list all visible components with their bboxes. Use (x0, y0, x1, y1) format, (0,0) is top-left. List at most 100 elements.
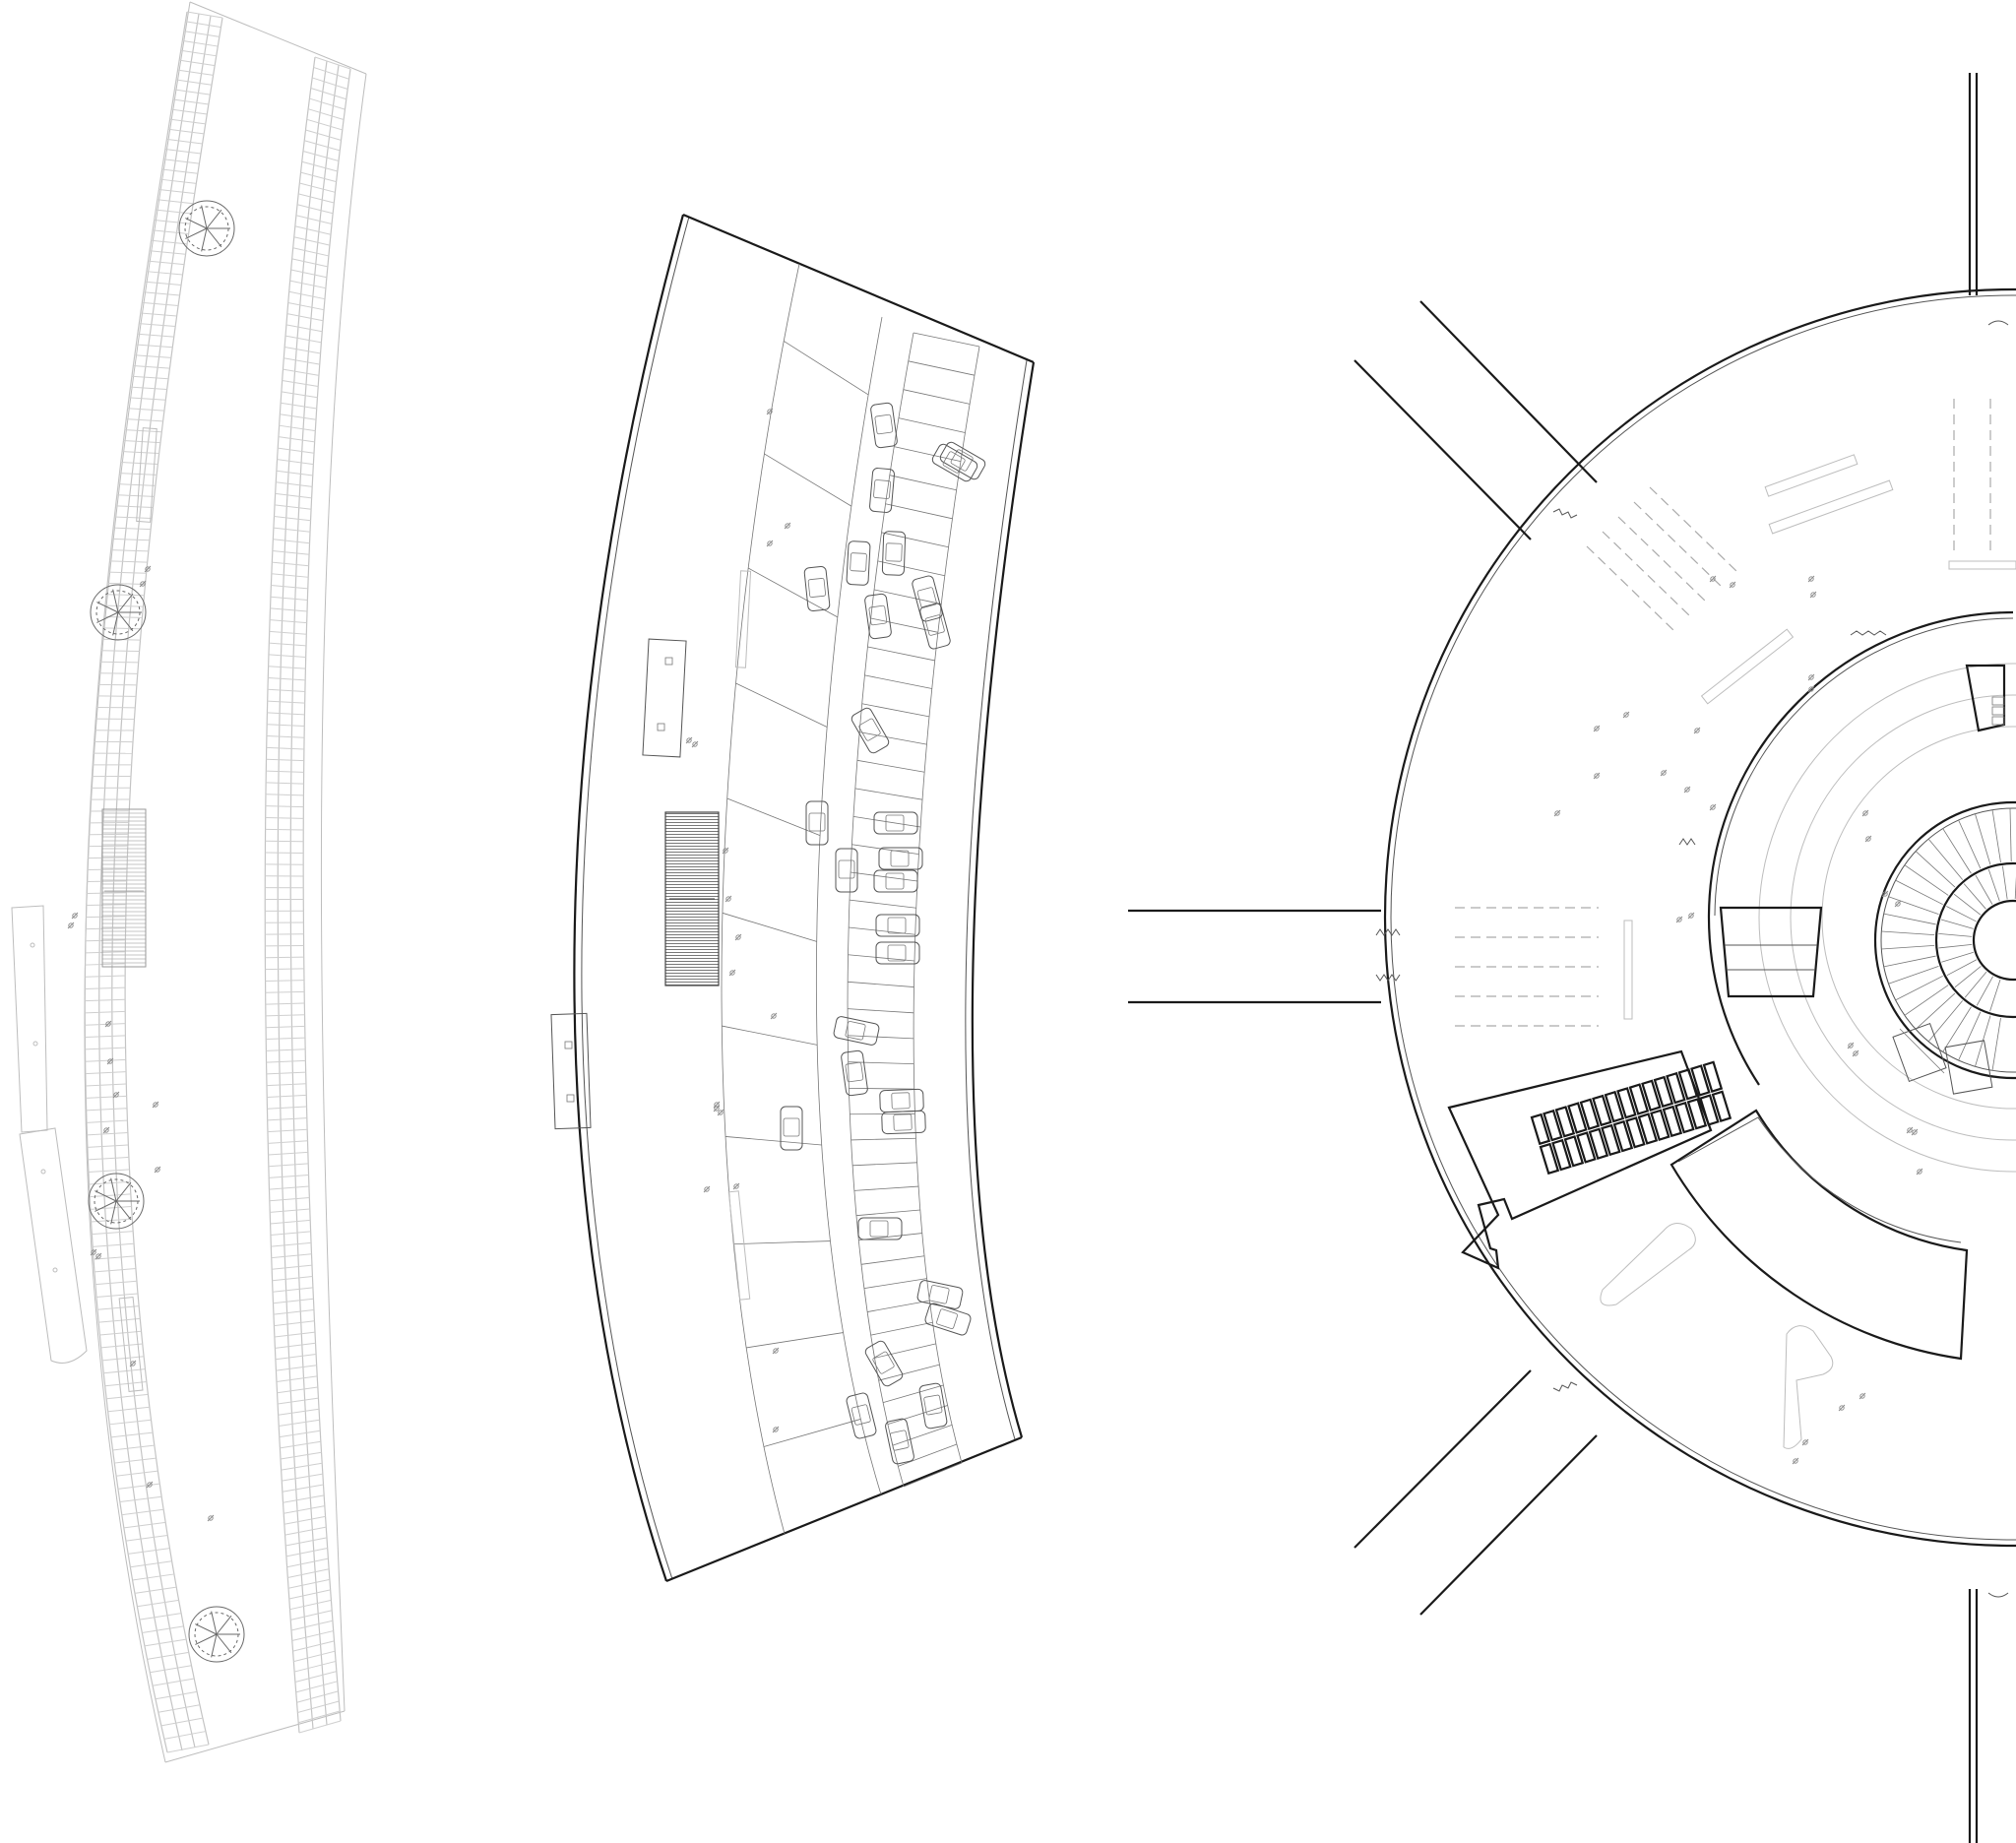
parking-stall-line (747, 567, 839, 618)
rail-tie (270, 1231, 311, 1237)
rail-tie (94, 1280, 137, 1286)
parking-stall-line (848, 1035, 914, 1040)
rail-tie (94, 1255, 135, 1260)
person-icon (1709, 575, 1717, 583)
rail-tie (149, 250, 186, 255)
rail-tie (154, 219, 191, 224)
rail-tie (281, 1462, 323, 1471)
rail-tie (281, 391, 318, 399)
person-icon (1916, 1168, 1923, 1176)
parking-road-segment (550, 213, 1036, 1583)
rail-tie (97, 1305, 140, 1310)
rail-tie (137, 333, 174, 338)
rail-tie (289, 280, 327, 289)
rail-tie (98, 672, 138, 674)
bus-lower (550, 1012, 592, 1130)
rail-tie (274, 504, 312, 510)
rail-tie (274, 1320, 315, 1327)
crosswalk (664, 811, 720, 986)
person-icon (1906, 1126, 1914, 1134)
person-icon (139, 580, 147, 588)
rail-tie (270, 596, 308, 601)
car-icon (939, 441, 986, 480)
rail-tie (101, 1356, 145, 1362)
escalator-unit (1601, 1123, 1621, 1157)
rail-tie (268, 1163, 309, 1168)
rail-tie (134, 1586, 177, 1594)
rail-tie (268, 1140, 308, 1144)
rail-tie (287, 1578, 330, 1589)
escalator-unit (1699, 1094, 1720, 1126)
rail-tie (284, 357, 320, 365)
rail-tie (152, 1678, 195, 1686)
rail-tie (280, 1440, 321, 1449)
bus-bays (1455, 399, 1991, 1027)
rail-tie (297, 1700, 340, 1713)
rail-tie (284, 346, 321, 354)
rail-tie (110, 549, 149, 552)
rail-tie (271, 1241, 312, 1247)
person-icon (112, 1091, 120, 1099)
rail-tie (285, 1537, 328, 1547)
rail-tie (90, 1205, 132, 1210)
person-icon (1858, 1392, 1866, 1400)
escalator-unit (1653, 1075, 1674, 1109)
tree-icon (90, 584, 147, 641)
bus-upper (642, 638, 687, 758)
car-icon (833, 1016, 880, 1046)
ramp-step-inner (1941, 951, 1974, 963)
rail-tie (295, 1681, 338, 1693)
parking-stall-line (852, 1162, 917, 1167)
parking-stall-line (722, 912, 817, 942)
person-icon (1807, 685, 1815, 693)
parking-stall-line (908, 360, 976, 376)
rail-tie (270, 1208, 310, 1213)
left-rail-ties (85, 11, 223, 1753)
person-icon (685, 736, 693, 744)
rail-tie (277, 459, 314, 466)
person-icon (146, 1481, 154, 1489)
rail-tie (143, 291, 180, 296)
rail-tie (277, 1397, 319, 1405)
rail-tie (147, 1651, 189, 1660)
rail-tie (107, 582, 146, 586)
rail-tie (270, 619, 307, 624)
rail-tie (99, 1330, 142, 1336)
parking-stall-line (867, 646, 935, 662)
car-icon (857, 1217, 903, 1240)
person-icon (717, 1109, 724, 1116)
person-icon (71, 912, 79, 920)
parking-stall-line (853, 1185, 919, 1191)
rail-tie (265, 840, 304, 843)
parking-stall-line (887, 1405, 948, 1425)
parking-stall-line (889, 475, 957, 491)
rail-tie (116, 494, 155, 497)
rail-tie (265, 990, 305, 993)
car-icon (846, 1392, 877, 1439)
parking-stall-line (851, 844, 919, 855)
escalator-unit (1616, 1087, 1637, 1119)
person-icon (772, 1426, 780, 1433)
parking-stall-line (848, 981, 914, 987)
parking-stall-line (852, 816, 921, 828)
right-rail-pair (264, 56, 351, 1734)
rail-tie (266, 782, 304, 785)
person-icon (1729, 581, 1736, 589)
rail-tie (267, 1117, 307, 1121)
rail-tie (267, 1128, 308, 1133)
rail-tie (109, 1419, 152, 1426)
rail-tie (296, 204, 334, 215)
rail-tie (166, 1744, 210, 1753)
rail-tie (286, 313, 324, 322)
rail-tie (86, 1083, 127, 1087)
car-icon (841, 1049, 868, 1097)
person-icon (734, 933, 742, 941)
rail-tie (90, 1193, 131, 1198)
person-icon (691, 740, 699, 748)
rail-tie (157, 199, 194, 205)
rail-tie (266, 1083, 306, 1087)
rail-tie (310, 88, 346, 100)
rail-tie (160, 1717, 203, 1727)
rail-tie (100, 1343, 143, 1349)
rail-tie (288, 290, 326, 300)
